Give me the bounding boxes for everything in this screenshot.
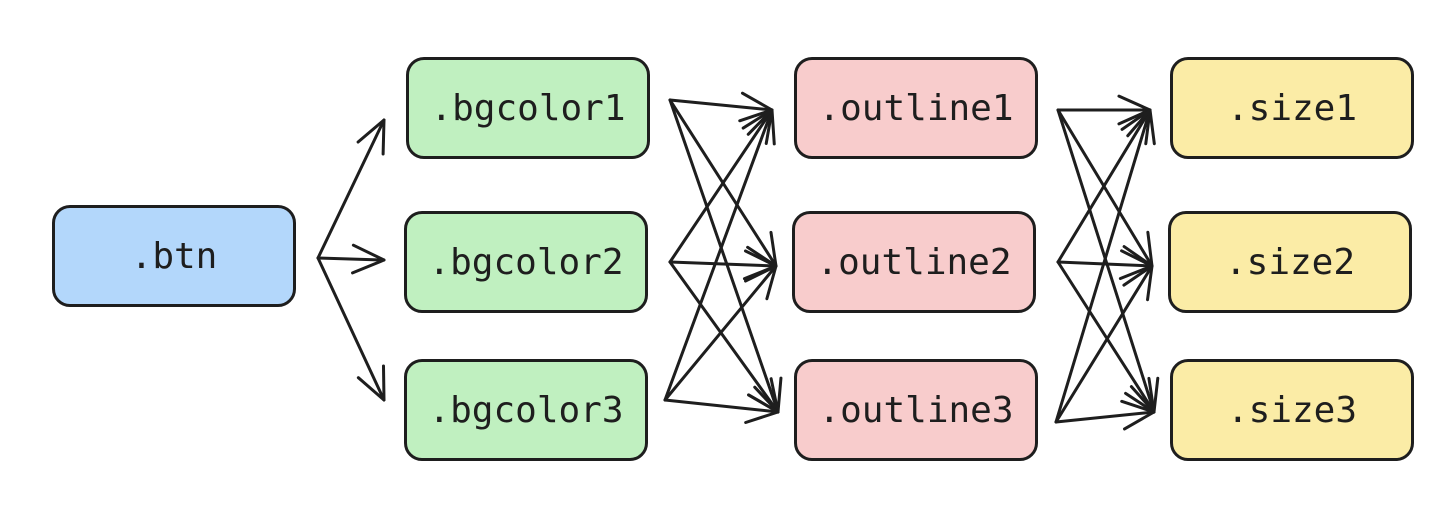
- arrow-bgcolor3-to-outline2: [663, 264, 778, 402]
- arrow-shaft: [316, 256, 386, 402]
- arrow-shaft: [316, 256, 386, 262]
- node-btn: .btn: [52, 205, 296, 307]
- arrow-bgcolor1-to-outline3: [668, 98, 783, 414]
- arrow-outline3-to-size3: [1054, 399, 1156, 431]
- arrow-head: [1122, 264, 1154, 302]
- arrow-bgcolor2-to-outline1: [668, 108, 774, 264]
- node-size1: .size1: [1170, 57, 1414, 159]
- arrow-outline1-to-size2: [1056, 108, 1154, 268]
- arrow-bgcolor3-to-outline1: [663, 108, 776, 402]
- arrow-shaft: [668, 98, 780, 414]
- node-size3: .size3: [1170, 359, 1414, 461]
- node-outline2: .outline2: [792, 211, 1036, 313]
- arrow-head: [1126, 108, 1156, 146]
- arrow-head: [351, 243, 386, 275]
- arrow-shaft: [663, 398, 780, 414]
- arrow-shaft: [668, 260, 780, 414]
- arrow-head: [356, 364, 386, 402]
- arrow-head: [744, 264, 778, 301]
- arrow-head: [1120, 399, 1156, 431]
- arrow-shaft: [1054, 264, 1154, 424]
- arrow-outline3-to-size2: [1054, 264, 1154, 424]
- arrow-shaft: [668, 98, 774, 112]
- arrow-shaft: [1054, 410, 1156, 424]
- node-bgcolor1: .bgcolor1: [406, 57, 650, 159]
- arrow-head: [746, 108, 776, 146]
- arrow-head: [356, 118, 386, 156]
- arrow-shaft: [663, 264, 778, 402]
- node-bgcolor3: .bgcolor3: [404, 359, 648, 461]
- arrow-shaft: [1056, 108, 1152, 264]
- arrow-shaft: [1056, 108, 1154, 268]
- node-bgcolor2: .bgcolor2: [404, 211, 648, 313]
- node-outline3: .outline3: [794, 359, 1038, 461]
- arrow-outline3-to-size1: [1054, 108, 1156, 424]
- arrow-btn-to-bgcolor2: [316, 243, 386, 275]
- node-outline1: .outline1: [794, 57, 1038, 159]
- arrow-btn-to-bgcolor3: [316, 256, 386, 402]
- arrow-shaft: [668, 108, 774, 264]
- arrow-bgcolor1-to-outline1: [668, 91, 774, 123]
- arrow-bgcolor3-to-outline3: [663, 393, 780, 425]
- arrow-head: [744, 393, 780, 425]
- arrow-shaft: [1056, 260, 1156, 414]
- arrow-shaft: [316, 118, 386, 260]
- arrow-shaft: [1054, 108, 1152, 424]
- node-size2: .size2: [1168, 211, 1412, 313]
- arrow-btn-to-bgcolor1: [316, 118, 386, 260]
- arrow-shaft: [668, 260, 778, 268]
- arrow-shaft: [663, 108, 774, 402]
